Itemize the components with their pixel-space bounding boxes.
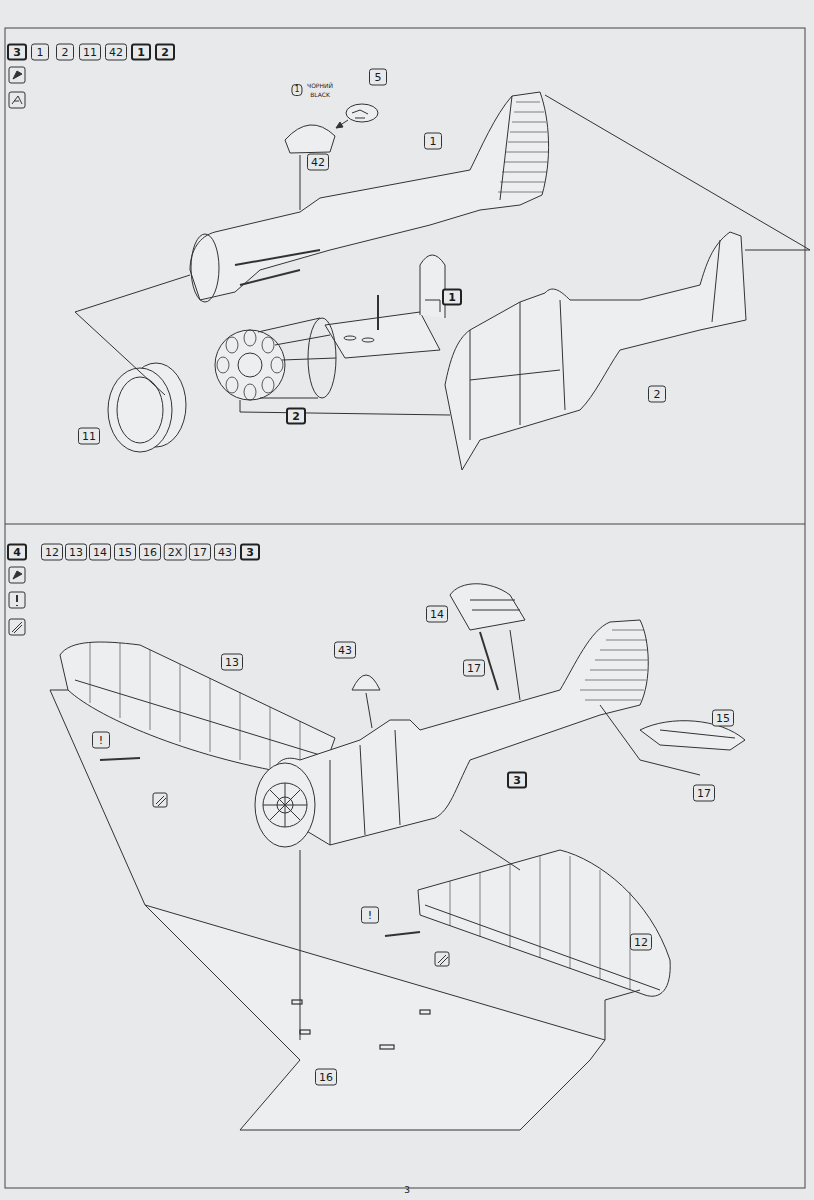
part-number: 17: [189, 544, 211, 561]
step-number: 3: [240, 544, 260, 561]
callout-number: 1: [424, 133, 442, 150]
part-number: 14: [89, 544, 111, 561]
callout-number: 1: [442, 289, 462, 306]
warning-mark: !: [361, 907, 379, 924]
callout-number: 2: [286, 408, 306, 425]
part-number: 16: [139, 544, 161, 561]
part-number: 42: [105, 44, 127, 61]
part-number: 15: [114, 544, 136, 561]
part-number: 11: [79, 44, 101, 61]
callout-number: 11: [78, 428, 100, 445]
part-number: 43: [214, 544, 236, 561]
warning-mark: !: [92, 732, 110, 749]
callout-number: 14: [426, 606, 448, 623]
part-number: 1: [31, 44, 49, 61]
callout-number: 16: [315, 1069, 337, 1086]
quantity: 2X: [164, 544, 187, 561]
color-name: BLACK: [309, 92, 331, 98]
step-number: 3: [7, 44, 27, 61]
part-number: 12: [41, 544, 63, 561]
part-number: 2: [56, 44, 74, 61]
paint-code: 1: [291, 84, 302, 96]
part-number: 1: [131, 44, 151, 61]
part-number: 13: [65, 544, 87, 561]
callout-number: 42: [307, 154, 329, 171]
callout-number: 17: [693, 785, 715, 802]
step-number: 4: [7, 544, 27, 561]
callout-number: 17: [463, 660, 485, 677]
callout-number: 5: [369, 69, 387, 86]
part-number: 2: [155, 44, 175, 61]
callout-number: 3: [507, 772, 527, 789]
callout-number: 12: [630, 934, 652, 951]
callout-number: 2: [648, 386, 666, 403]
callout-number: 15: [712, 710, 734, 727]
callout-number: 43: [334, 642, 356, 659]
page-number: 3: [402, 1186, 412, 1195]
color-name: ЧОРНИЙ: [306, 83, 334, 89]
callout-number: 13: [221, 654, 243, 671]
